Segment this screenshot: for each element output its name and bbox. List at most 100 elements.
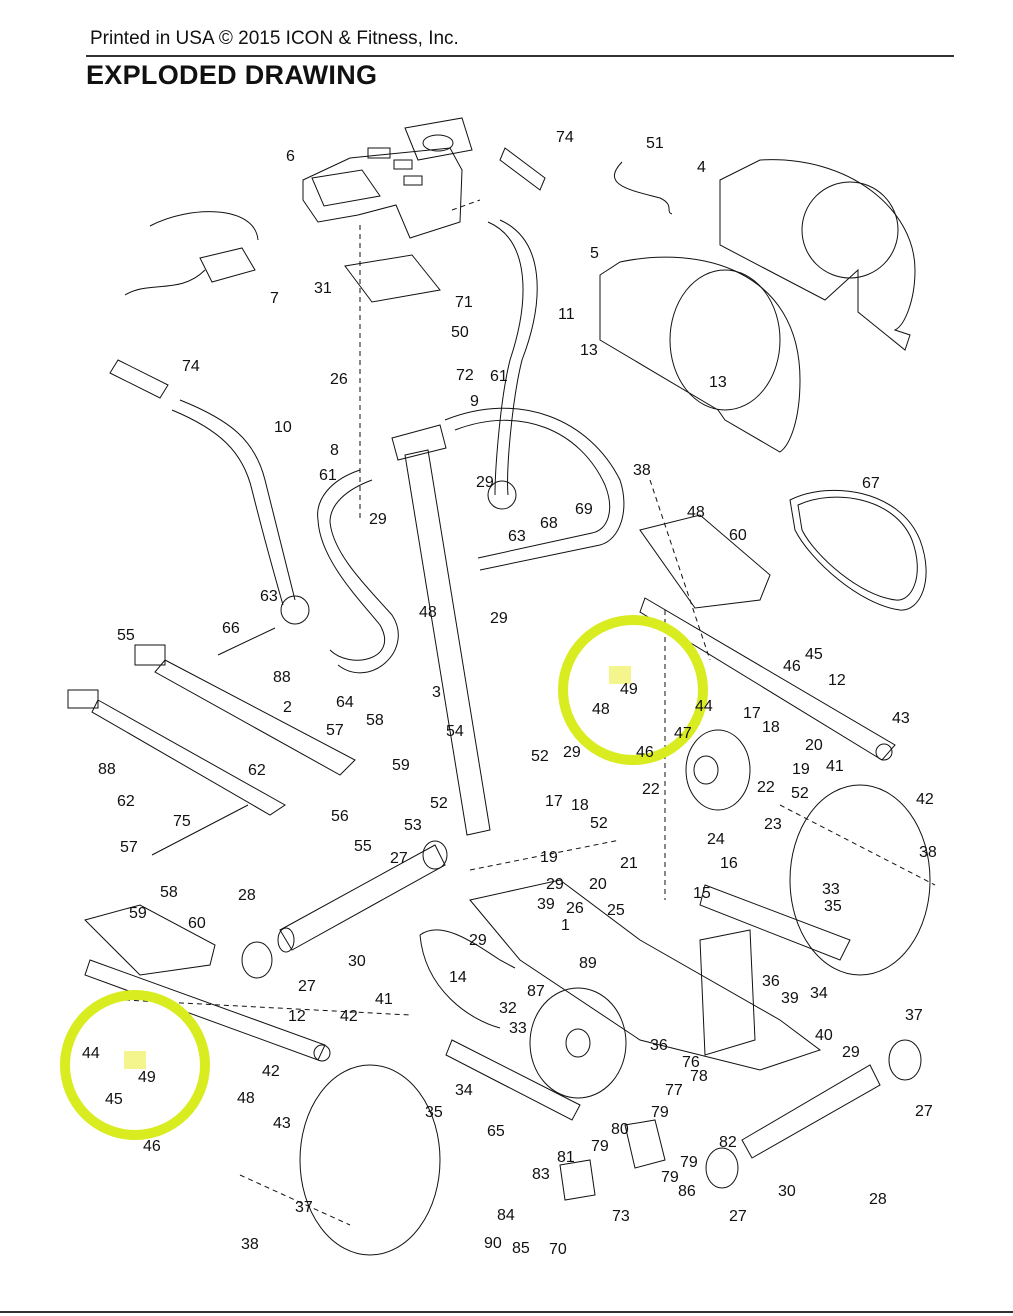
part-label-80: 80 xyxy=(611,1121,629,1138)
part-label-18: 18 xyxy=(762,719,780,736)
part-label-53: 53 xyxy=(404,817,422,834)
part-label-34: 34 xyxy=(455,1082,473,1099)
part-label-33: 33 xyxy=(822,881,840,898)
part-label-52: 52 xyxy=(590,815,608,832)
part-label-48: 48 xyxy=(687,504,705,521)
part-label-76: 76 xyxy=(682,1054,700,1071)
part-label-35: 35 xyxy=(824,898,842,915)
part-label-22: 22 xyxy=(642,781,660,798)
copyright-line: Printed in USA © 2015 ICON & Fitness, In… xyxy=(90,28,459,49)
part-label-29: 29 xyxy=(469,932,487,949)
part-label-26: 26 xyxy=(566,900,584,917)
part-label-59: 59 xyxy=(129,905,147,922)
part-label-17: 17 xyxy=(545,793,563,810)
part-label-60: 60 xyxy=(188,915,206,932)
part-label-66: 66 xyxy=(222,620,240,637)
part-label-24: 24 xyxy=(707,831,725,848)
part-label-84: 84 xyxy=(497,1207,515,1224)
part-label-77: 77 xyxy=(665,1082,683,1099)
part-label-68: 68 xyxy=(540,515,558,532)
part-label-54: 54 xyxy=(446,723,464,740)
part-label-27: 27 xyxy=(915,1103,933,1120)
part-label-47: 47 xyxy=(674,725,692,742)
part-label-26: 26 xyxy=(330,371,348,388)
assembly-lines xyxy=(124,199,936,1226)
part-label-31: 31 xyxy=(314,280,332,297)
part-label-12: 12 xyxy=(288,1008,306,1025)
part-label-42: 42 xyxy=(340,1008,358,1025)
part-label-27: 27 xyxy=(729,1208,747,1225)
part-label-6: 6 xyxy=(286,148,295,165)
part-label-73: 73 xyxy=(612,1208,630,1225)
highlight-circle-upper xyxy=(558,615,708,765)
part-label-10: 10 xyxy=(274,419,292,436)
part-label-48: 48 xyxy=(419,604,437,621)
part-label-39: 39 xyxy=(537,896,555,913)
part-label-29: 29 xyxy=(490,610,508,627)
part-label-36: 36 xyxy=(762,973,780,990)
part-label-79: 79 xyxy=(680,1154,698,1171)
part-label-49: 49 xyxy=(620,681,638,698)
part-label-52: 52 xyxy=(430,795,448,812)
part-label-74: 74 xyxy=(556,129,574,146)
part-label-61: 61 xyxy=(490,368,508,385)
part-label-39: 39 xyxy=(781,990,799,1007)
part-label-35: 35 xyxy=(425,1104,443,1121)
part-label-88: 88 xyxy=(98,761,116,778)
part-label-86: 86 xyxy=(678,1183,696,1200)
part-label-28: 28 xyxy=(869,1191,887,1208)
part-label-50: 50 xyxy=(451,324,469,341)
part-label-46: 46 xyxy=(783,658,801,675)
part-label-56: 56 xyxy=(331,808,349,825)
part-label-52: 52 xyxy=(791,785,809,802)
part-label-55: 55 xyxy=(354,838,372,855)
part-label-30: 30 xyxy=(778,1183,796,1200)
part-label-17: 17 xyxy=(743,705,761,722)
part-label-57: 57 xyxy=(120,839,138,856)
part-label-58: 58 xyxy=(366,712,384,729)
part-label-4: 4 xyxy=(697,159,706,176)
part-label-37: 37 xyxy=(295,1199,313,1216)
part-label-46: 46 xyxy=(143,1138,161,1155)
part-label-19: 19 xyxy=(792,761,810,778)
part-label-79: 79 xyxy=(651,1104,669,1121)
part-label-87: 87 xyxy=(527,983,545,1000)
part-label-63: 63 xyxy=(260,588,278,605)
part-label-9: 9 xyxy=(470,393,479,410)
part-label-70: 70 xyxy=(549,1241,567,1258)
part-label-29: 29 xyxy=(369,511,387,528)
part-label-59: 59 xyxy=(392,757,410,774)
drawing-lines xyxy=(67,117,931,1256)
part-label-20: 20 xyxy=(805,737,823,754)
part-label-27: 27 xyxy=(298,978,316,995)
part-label-90: 90 xyxy=(484,1235,502,1252)
part-label-34: 34 xyxy=(810,985,828,1002)
part-label-29: 29 xyxy=(476,474,494,491)
part-label-14: 14 xyxy=(449,969,467,986)
part-label-71: 71 xyxy=(455,294,473,311)
part-label-38: 38 xyxy=(633,462,651,479)
part-label-12: 12 xyxy=(828,672,846,689)
part-label-27: 27 xyxy=(390,850,408,867)
part-label-43: 43 xyxy=(892,710,910,727)
part-label-5: 5 xyxy=(590,245,599,262)
highlight-49-lower-bg xyxy=(124,1051,146,1069)
part-label-38: 38 xyxy=(919,844,937,861)
part-label-41: 41 xyxy=(826,758,844,775)
part-label-58: 58 xyxy=(160,884,178,901)
part-label-57: 57 xyxy=(326,722,344,739)
part-label-46: 46 xyxy=(636,744,654,761)
part-label-13: 13 xyxy=(709,374,727,391)
page-title: EXPLODED DRAWING xyxy=(86,60,378,90)
part-label-67: 67 xyxy=(862,475,880,492)
part-label-63: 63 xyxy=(508,528,526,545)
part-label-44: 44 xyxy=(695,698,713,715)
part-label-88: 88 xyxy=(273,669,291,686)
part-label-29: 29 xyxy=(842,1044,860,1061)
highlight-circle-lower xyxy=(60,990,210,1140)
part-label-29: 29 xyxy=(546,876,564,893)
part-label-25: 25 xyxy=(607,902,625,919)
part-label-8: 8 xyxy=(330,442,339,459)
